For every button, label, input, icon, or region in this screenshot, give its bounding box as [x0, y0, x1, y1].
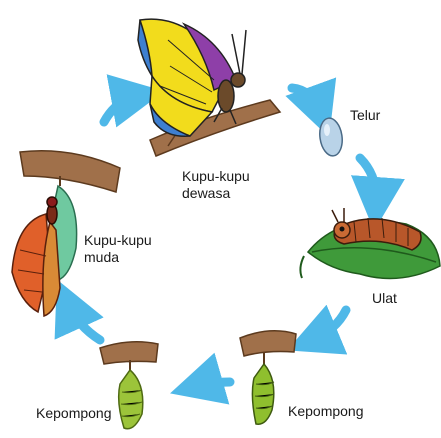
label-young-butterfly: Kupu-kupu muda: [84, 232, 152, 266]
label-young-line1: Kupu-kupu: [84, 232, 152, 249]
cycle-arrow-icon: [312, 310, 346, 340]
label-pupa-right-text: Kepompong: [288, 403, 364, 420]
label-pupa-left: Kepompong: [36, 405, 112, 422]
label-larva-text: Ulat: [372, 290, 397, 307]
caterpillar-illustration: [300, 208, 440, 279]
label-pupa-left-text: Kepompong: [36, 405, 112, 422]
cycle-arrow-icon: [292, 88, 320, 112]
label-egg-text: Telur: [350, 107, 380, 124]
cycle-arrow-icon: [196, 382, 230, 386]
label-pupa-right: Kepompong: [288, 403, 364, 420]
label-adult-butterfly: Kupu-kupu dewasa: [182, 168, 250, 202]
egg-illustration: [317, 117, 344, 158]
cycle-arrow-icon: [68, 304, 100, 340]
label-adult-line2: dewasa: [182, 185, 250, 202]
label-egg: Telur: [350, 107, 380, 124]
adult-butterfly-illustration: [138, 19, 280, 156]
label-adult-line1: Kupu-kupu: [182, 168, 250, 185]
cycle-arrow-icon: [360, 158, 376, 204]
label-young-line2: muda: [84, 249, 152, 266]
cycle-arrow-icon: [104, 96, 138, 122]
label-larva: Ulat: [372, 290, 397, 307]
